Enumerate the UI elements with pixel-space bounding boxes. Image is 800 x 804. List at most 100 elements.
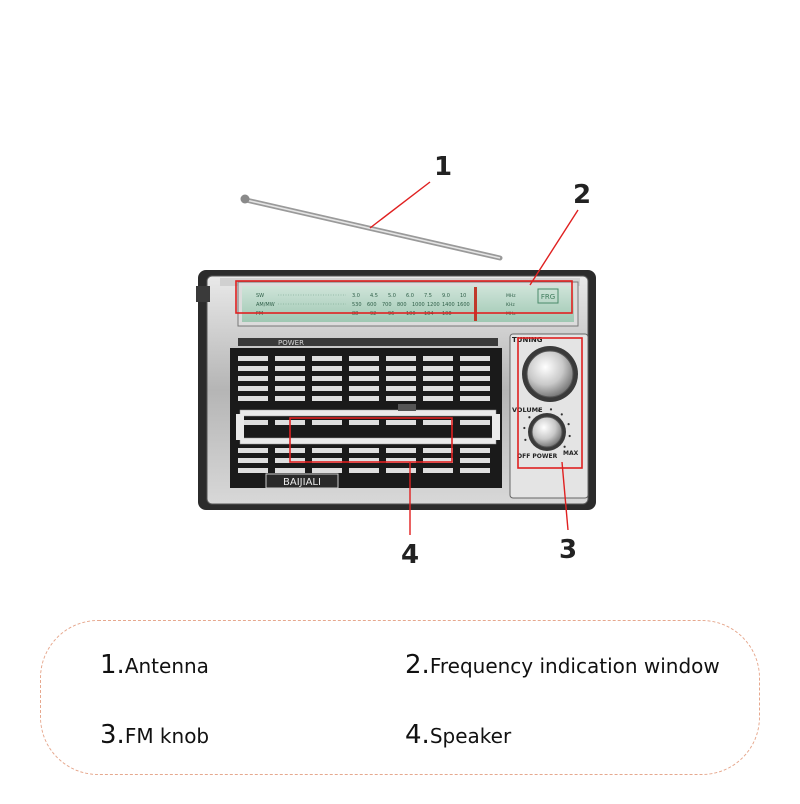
grille-slot bbox=[238, 448, 268, 453]
legend-label: FM knob bbox=[124, 724, 210, 748]
leader-line-1 bbox=[369, 181, 431, 229]
dial-unit: MHz bbox=[506, 311, 516, 317]
grille-slot bbox=[238, 366, 268, 371]
brand-label: BAIJIALI bbox=[283, 477, 321, 488]
legend-number: 3. bbox=[100, 720, 125, 750]
dial-scale-value: 10 bbox=[460, 293, 466, 299]
dial-scale-value: 4.5 bbox=[370, 293, 378, 299]
grille-slot bbox=[312, 458, 342, 463]
dial-scale-value: 96 bbox=[388, 311, 394, 317]
power-strip: POWER bbox=[238, 338, 498, 347]
callout-number-1: 1 bbox=[434, 152, 453, 182]
dial-scale-value: 530 bbox=[352, 302, 362, 308]
legend-number: 1. bbox=[100, 650, 125, 680]
grille-slot bbox=[423, 420, 453, 425]
grille-slot bbox=[275, 366, 305, 371]
legend-item-frequency-window: 2.Frequency indication window bbox=[405, 650, 720, 680]
leader-line-2 bbox=[529, 209, 579, 286]
grille-slot bbox=[275, 356, 305, 361]
grille-slot bbox=[312, 468, 342, 473]
legend-label: Speaker bbox=[429, 724, 512, 748]
grille-slot bbox=[238, 420, 268, 425]
highlight-dial-window bbox=[235, 280, 573, 314]
highlight-speaker bbox=[289, 417, 453, 463]
grille-slot bbox=[349, 468, 379, 473]
grille-slot bbox=[312, 356, 342, 361]
leader-line-3 bbox=[561, 461, 569, 531]
dial-band-label: AM/MW bbox=[256, 302, 275, 308]
tuning-label: TUNING bbox=[512, 336, 543, 344]
grille-slot bbox=[460, 396, 490, 401]
grille-slot bbox=[275, 376, 305, 381]
off-power-label: OFF POWER bbox=[517, 453, 558, 460]
grille-slot bbox=[349, 458, 379, 463]
grille-slot bbox=[312, 396, 342, 401]
grille-slot bbox=[386, 396, 416, 401]
grille-slot bbox=[312, 386, 342, 391]
legend-item-speaker: 4.Speaker bbox=[405, 720, 511, 750]
grille-slot bbox=[312, 366, 342, 371]
grille-slot bbox=[423, 468, 453, 473]
dial-scale-value: 7.5 bbox=[424, 293, 432, 299]
dial-scale-value: 108 bbox=[442, 311, 452, 317]
grille-slot bbox=[349, 366, 379, 371]
legend-box bbox=[40, 620, 760, 775]
dial-scale-value: 92 bbox=[370, 311, 376, 317]
callout-number-4: 4 bbox=[401, 540, 420, 570]
antenna bbox=[240, 194, 503, 261]
grille-slot bbox=[386, 448, 416, 453]
volume-label: VOLUME bbox=[512, 406, 543, 414]
grille-slot bbox=[349, 376, 379, 381]
grille-slot bbox=[386, 376, 416, 381]
grille-slot bbox=[386, 458, 416, 463]
grille-slot bbox=[460, 386, 490, 391]
grille-slot bbox=[423, 366, 453, 371]
grille-slot bbox=[349, 420, 379, 425]
grille-slot bbox=[275, 386, 305, 391]
volume-tick bbox=[549, 408, 553, 411]
legend-label: Antenna bbox=[124, 654, 209, 678]
legend-label: Frequency indication window bbox=[429, 654, 720, 678]
tuning-knob bbox=[526, 350, 574, 398]
callout-number-3: 3 bbox=[559, 535, 578, 565]
grille-slot bbox=[423, 458, 453, 463]
grille-slot bbox=[312, 420, 342, 425]
grille-slot bbox=[238, 356, 268, 361]
grille-slot bbox=[460, 468, 490, 473]
dial-badge: FRG bbox=[541, 293, 555, 301]
grille-slot bbox=[238, 386, 268, 391]
grille-slot bbox=[312, 448, 342, 453]
grille-slot bbox=[275, 396, 305, 401]
dial-unit: KHz bbox=[506, 302, 515, 308]
volume-tick bbox=[523, 426, 526, 430]
grille-slot bbox=[423, 386, 453, 391]
grille-slot bbox=[238, 396, 268, 401]
leader-lines bbox=[369, 181, 579, 535]
dial-scale-value: 800 bbox=[397, 302, 407, 308]
volume-tick bbox=[560, 413, 563, 416]
grille-slot bbox=[423, 376, 453, 381]
dial-scale-value: 88 bbox=[352, 311, 358, 317]
grille-slot bbox=[349, 356, 379, 361]
grille-slot bbox=[460, 376, 490, 381]
volume-tick bbox=[528, 416, 531, 419]
grille-slot bbox=[423, 396, 453, 401]
dial-scale-value: 600 bbox=[367, 302, 377, 308]
volume-tick bbox=[567, 423, 570, 426]
grille-slot bbox=[460, 448, 490, 453]
dial-band-label: SW bbox=[256, 293, 264, 299]
volume-tick bbox=[524, 438, 527, 441]
grille-slot bbox=[386, 366, 416, 371]
dial-scale-value: 9.0 bbox=[442, 293, 450, 299]
volume-tick bbox=[568, 434, 571, 438]
grille-slot bbox=[238, 468, 268, 473]
grille-slot bbox=[238, 458, 268, 463]
dial-scale-value: 5.0 bbox=[388, 293, 396, 299]
grille-slot bbox=[349, 386, 379, 391]
grille-slot bbox=[460, 458, 490, 463]
max-label: MAX bbox=[563, 450, 579, 457]
control-panel: TUNING VOLUME OFF POWER MAX bbox=[509, 333, 589, 499]
grille-slot bbox=[238, 376, 268, 381]
